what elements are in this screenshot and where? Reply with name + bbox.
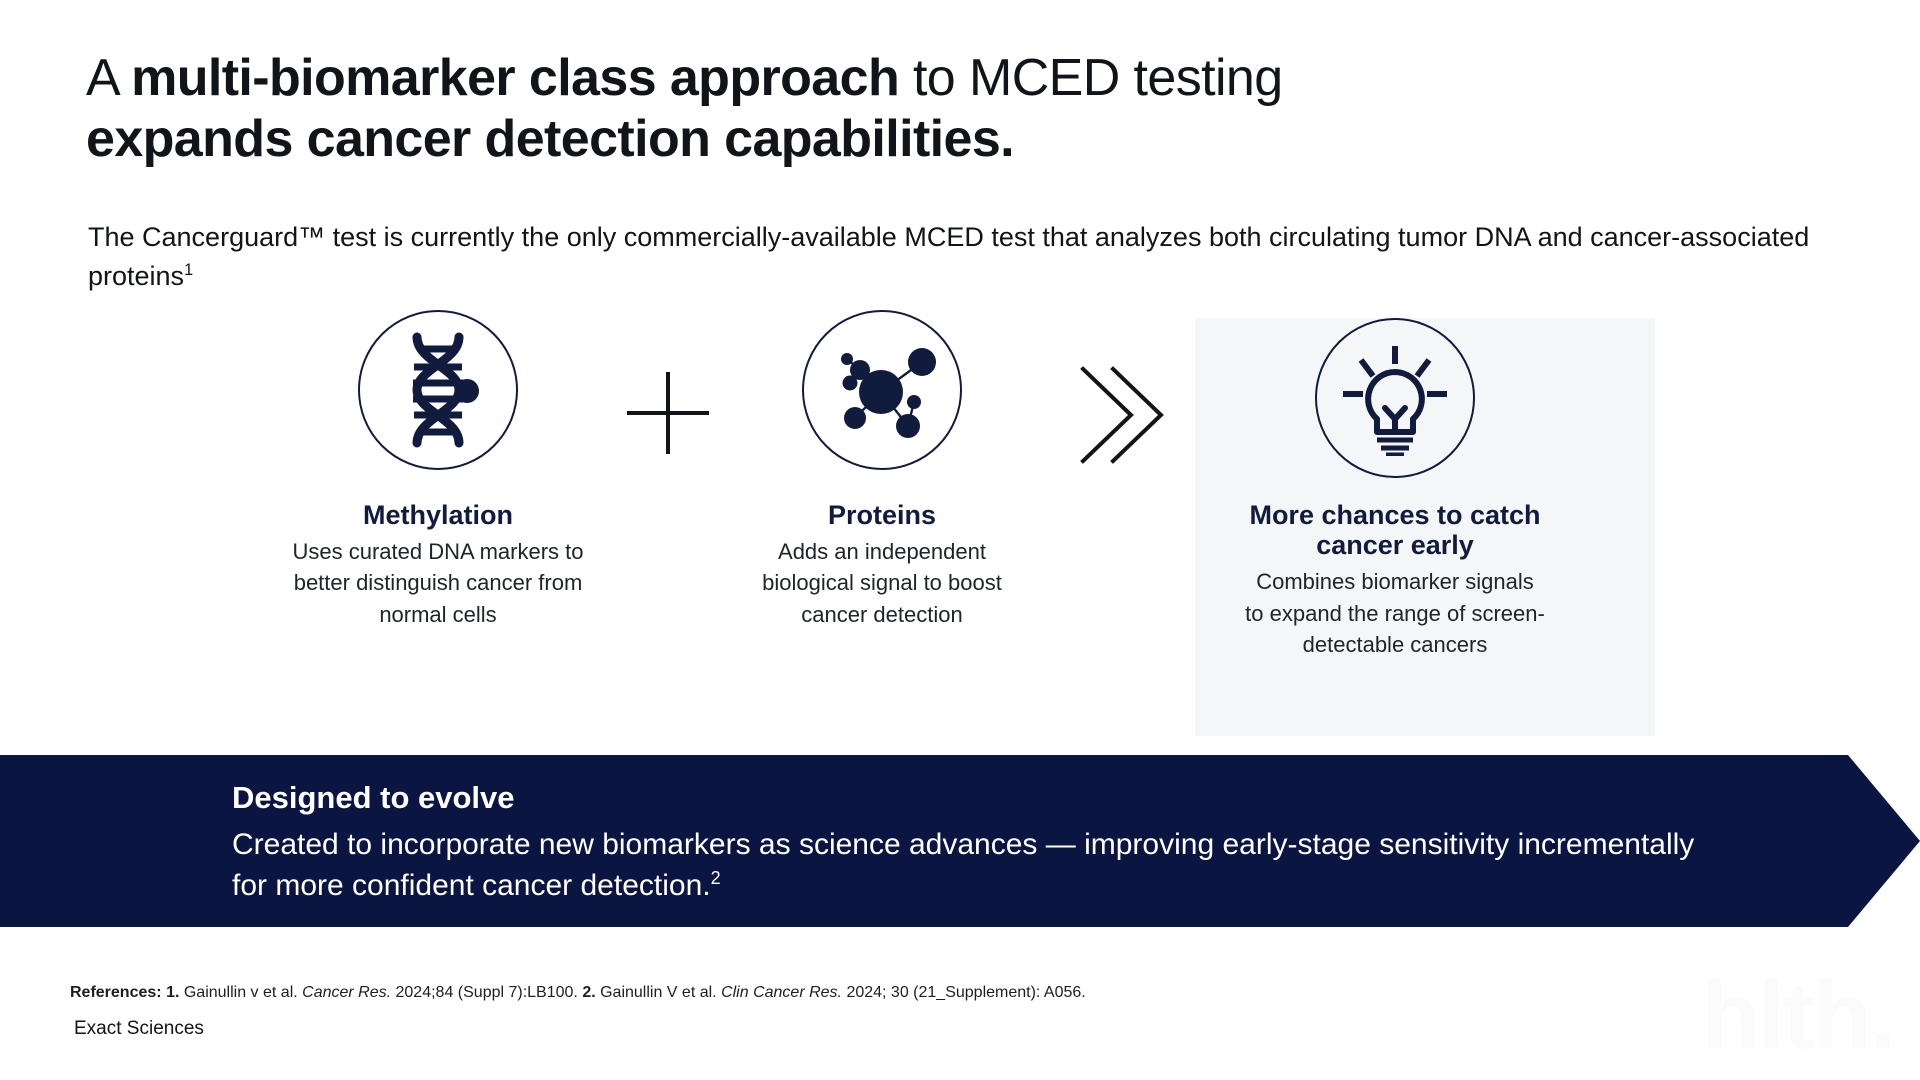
card-description-methylation: Uses curated DNA markers to better disti… [292, 539, 584, 627]
subtitle-text: The Cancerguard™ test is currently the o… [88, 222, 1810, 292]
card-description-proteins: Adds an independent biological signal to… [762, 539, 1002, 627]
page-title: A multi-biomarker class approach to MCED… [86, 48, 1846, 171]
lightbulb-icon [1315, 318, 1475, 478]
card-methylation: Methylation Uses curated DNA markers to … [288, 310, 588, 630]
card-proteins: Proteins Adds an independent biological … [732, 310, 1032, 630]
reference-1-authors: Gainullin v et al. [179, 984, 303, 1001]
banner-title: Designed to evolve [232, 780, 515, 815]
double-chevron-right-icon [1065, 355, 1175, 475]
banner-shape [0, 755, 1920, 927]
reference-1-journal: Cancer Res. [302, 984, 392, 1001]
headline-plain-a: A [86, 49, 132, 107]
reference-1-number: 1. [166, 984, 180, 1001]
reference-2-authors: Gainullin V et al. [595, 984, 722, 1001]
biomarker-cards-row: Methylation Uses curated DNA markers to … [0, 310, 1920, 736]
banner-body-text: Created to incorporate new biomarkers as… [232, 827, 1695, 903]
headline-bold: multi-biomarker class approach [131, 49, 900, 107]
subtitle-superscript: 1 [184, 261, 194, 280]
headline-line-2: expands cancer detection capabilities. [86, 110, 1015, 169]
reference-2-journal: Clin Cancer Res. [721, 984, 842, 1001]
designed-to-evolve-banner: Designed to evolve Created to incorporat… [0, 755, 1920, 927]
hlth-watermark: hlth. [1701, 962, 1896, 1069]
card-title-methylation: Methylation [362, 500, 513, 530]
references: References: 1. Gainullin v et al. Cancer… [70, 982, 1086, 1004]
subtitle: The Cancerguard™ test is currently the o… [88, 218, 1828, 296]
banner-body: Created to incorporate new biomarkers as… [232, 824, 1702, 907]
protein-network-icon [802, 310, 962, 470]
banner-content: Designed to evolve Created to incorporat… [232, 779, 1752, 907]
card-title-outcome: More chances to catch cancer early [1249, 500, 1541, 561]
dna-helix-icon [358, 310, 518, 470]
plus-icon [627, 372, 709, 454]
reference-1-citation: 2024;84 (Suppl 7):LB100. [391, 984, 583, 1001]
references-label: References: [70, 984, 162, 1001]
card-title-proteins: Proteins [827, 500, 937, 530]
brand-name: Exact Sciences [74, 1018, 204, 1039]
banner-superscript: 2 [710, 868, 721, 889]
card-outcome: More chances to catch cancer early Combi… [1245, 310, 1545, 660]
card-description-outcome: Combines biomarker signals to expand the… [1245, 569, 1545, 657]
reference-2-citation: 2024; 30 (21_Supplement): A056. [842, 984, 1086, 1001]
headline-plain-b: to MCED testing [899, 49, 1283, 107]
reference-2-number: 2. [582, 984, 596, 1001]
